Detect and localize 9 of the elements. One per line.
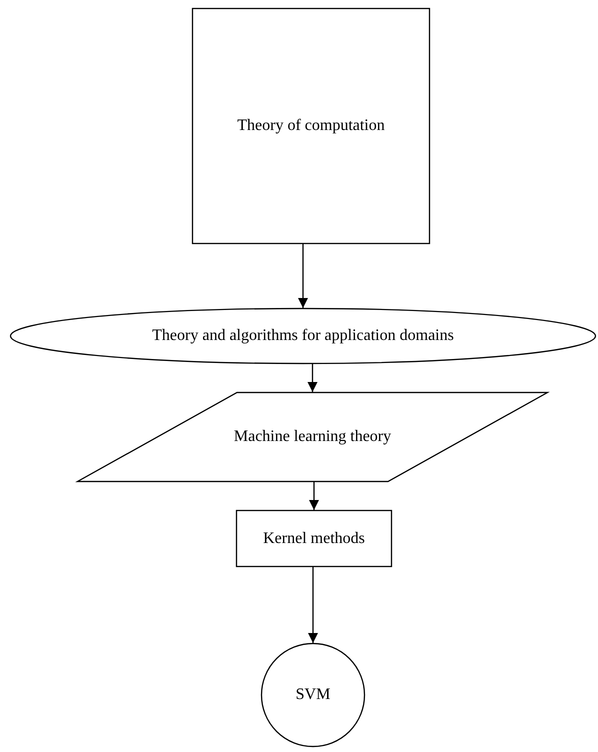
arrow xyxy=(298,244,308,308)
arrow xyxy=(309,482,319,510)
node-label: Theory and algorithms for application domains xyxy=(152,327,454,345)
node-label: SVM xyxy=(296,686,330,704)
node-label: Kernel methods xyxy=(263,530,365,548)
arrow xyxy=(308,567,318,643)
node-label: Theory of computation xyxy=(237,117,385,135)
node-label: Machine learning theory xyxy=(234,428,392,446)
arrow xyxy=(308,364,318,392)
